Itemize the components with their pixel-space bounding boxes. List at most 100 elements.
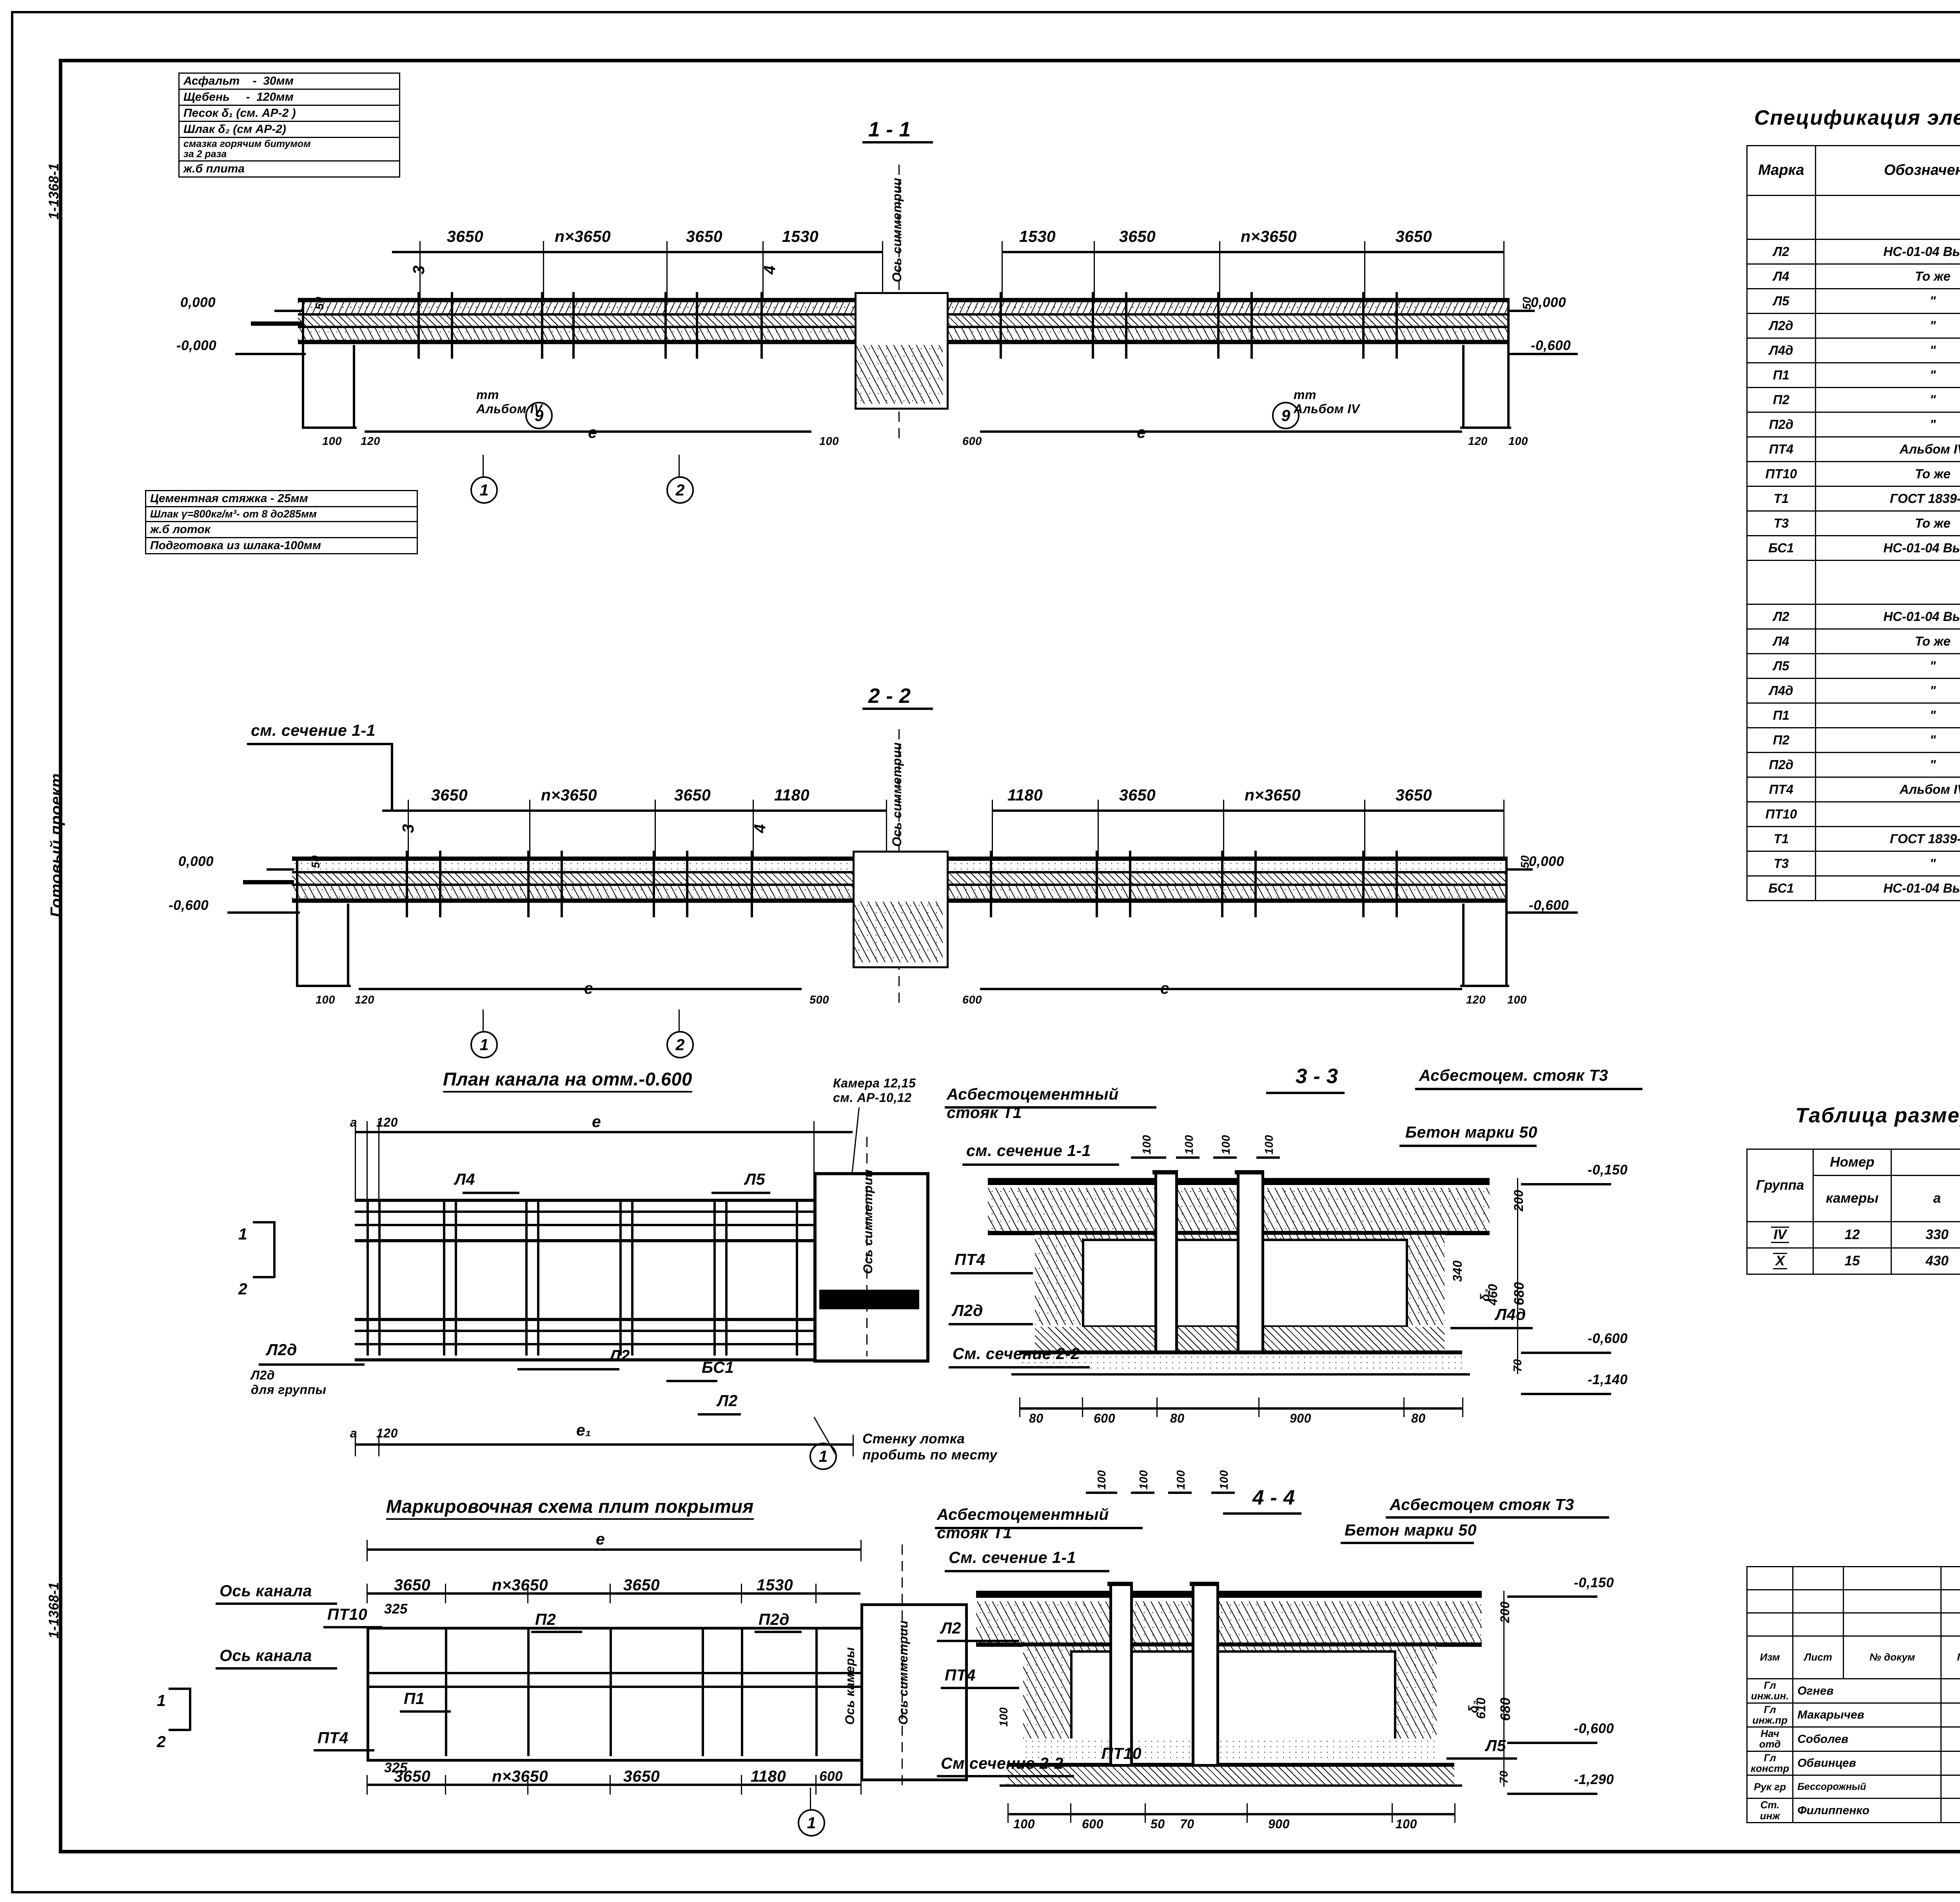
dim-small: 120 xyxy=(376,1426,398,1440)
dim-label: 1530 xyxy=(757,1576,793,1594)
spec-cell-designation: То же xyxy=(1815,628,1960,654)
dim-label: 3650 xyxy=(1396,227,1432,245)
dim-small: 100 xyxy=(1141,1135,1153,1154)
dim-label: 1530 xyxy=(782,227,819,245)
title-role-label: Ст. инж xyxy=(1746,1798,1794,1823)
marking-body xyxy=(367,1627,866,1762)
spec-cell-designation: НС-01-04 Вып.2 xyxy=(1815,239,1960,265)
spec-cell-designation: НС-01-04 Вып.2 xyxy=(1815,604,1960,630)
spec-cell-mark: ПТ4 xyxy=(1746,436,1816,462)
section-3-3-label-left2: см. сечение 1-1 xyxy=(966,1142,1091,1160)
dims-cell-group: IV xyxy=(1746,1221,1814,1249)
marking-mark-pt4: ПТ4 xyxy=(318,1729,348,1747)
marking-mark-p2: П2 xyxy=(535,1610,556,1628)
section-tick-3: 3 xyxy=(410,265,428,274)
spec-cell xyxy=(1815,560,1960,605)
title-rev-header: Лист xyxy=(1792,1635,1844,1679)
spec-cell-mark: Л5 xyxy=(1746,653,1816,679)
bubble-1: 1 xyxy=(470,476,498,504)
plan-section-flag-2: 2 xyxy=(238,1280,248,1298)
plan-mark: БС1 xyxy=(702,1358,734,1376)
title-role-name: Филиппенко xyxy=(1792,1798,1942,1823)
dim-small: 100 xyxy=(1138,1470,1150,1490)
spec-cell-designation: ГОСТ 1839-72 xyxy=(1815,486,1960,512)
span-label: e xyxy=(596,1530,605,1548)
spec-cell-mark: П1 xyxy=(1746,362,1816,388)
title-rev-cell xyxy=(1792,1589,1844,1613)
title-role-row: Гл инж.ин.Огнев~Группы IV, X из 60, 52 а… xyxy=(1746,1678,1960,1704)
title-role-label: Нач отд xyxy=(1746,1726,1794,1752)
spec-row: Л2д"Лоток доборныйЛ2д40,18т xyxy=(1746,313,1960,339)
dim-small: 50 xyxy=(314,296,326,310)
bubble-9-right: 9 xyxy=(1272,402,1299,429)
dim-small: a xyxy=(350,1426,358,1440)
dim-label: 1180 xyxy=(1007,786,1043,804)
dim-label: 3650 xyxy=(674,786,711,804)
spec-cell-designation: " xyxy=(1815,288,1960,314)
section-tick-3: 3 xyxy=(399,824,417,833)
note-row: Шлак δ₂ (см АР-2) xyxy=(180,122,399,138)
dim-small: 325 xyxy=(384,1760,408,1775)
note-row: Подготовка из шлака-100мм xyxy=(150,539,321,552)
dim-small: 70 xyxy=(1512,1359,1524,1372)
dim-label: 3650 xyxy=(1119,786,1156,804)
plan-mark: Л2 xyxy=(717,1392,738,1410)
title-role-name: Бессорожный xyxy=(1792,1775,1942,1799)
spec-cell-designation: " xyxy=(1815,653,1960,679)
spec-cell xyxy=(1746,560,1816,605)
level-mark: -0,600 xyxy=(1531,338,1571,353)
dim-small: 340 xyxy=(1450,1260,1465,1282)
bubble-1: 1 xyxy=(470,1031,498,1058)
spec-cell-designation: То же xyxy=(1815,263,1960,289)
marking-axis-kanala-1: Ось канала xyxy=(220,1582,312,1600)
dim-small: 100 xyxy=(819,435,839,448)
section-tick-4: 4 xyxy=(760,265,779,274)
plan-callout: Стенку лотка пробить по месту xyxy=(862,1431,998,1463)
section-3-3-label-left: Асбестоцементный стояк Т1 xyxy=(947,1085,1119,1122)
dims-row: IV12330180005295052600120,009 xyxy=(1746,1221,1960,1249)
section-2-2-title: 2 - 2 xyxy=(868,684,911,708)
dim-label: 1530 xyxy=(1019,227,1056,245)
dim-label: n×3650 xyxy=(492,1576,548,1594)
dim-small: 325 xyxy=(384,1601,408,1617)
dims-subheader-row: камерыaвee₁nι xyxy=(1747,1175,1960,1222)
section-4-4-slab xyxy=(976,1601,1482,1642)
riser-T3-pipe-44 xyxy=(1192,1582,1219,1764)
spec-cell-designation: " xyxy=(1815,362,1960,388)
spec-cell-designation: " xyxy=(1815,727,1960,753)
dim-label: 3650 xyxy=(447,227,484,245)
spec-cell-mark: Л4д xyxy=(1746,678,1816,704)
spec-cell-designation: " xyxy=(1815,412,1960,437)
section-3-3-mark-l2d: Л2д xyxy=(953,1301,983,1319)
marking-mark-p1: П1 xyxy=(404,1690,425,1708)
left-margin-code-top: 1-1368-1 xyxy=(46,163,62,220)
section-4-4-label-left2: См. сечение 1-1 xyxy=(949,1548,1076,1566)
section-2-2-body-left xyxy=(292,857,888,904)
section-4-4-mark-pt4: ПТ4 xyxy=(945,1666,976,1684)
title-rev-header: № докум xyxy=(1843,1635,1942,1679)
spec-col-designation: Обозначение xyxy=(1815,145,1960,196)
section-4-4-bed xyxy=(1023,1739,1437,1763)
dims-col-sizes: Размеры в мм xyxy=(1891,1149,1960,1176)
level-mark: -0,600 xyxy=(169,898,209,913)
title-rev-cell xyxy=(1940,1612,1960,1637)
title-rev-cell xyxy=(1843,1589,1942,1613)
section-1-1-body-right xyxy=(900,298,1507,345)
spec-row: П1"Плита покрытияП1260,45т xyxy=(1746,702,1960,728)
dim-label: 3650 xyxy=(1119,227,1156,245)
spec-row: ПТ10"ПТ10260,18т xyxy=(1746,801,1960,827)
spec-cell-designation: Альбом IV xyxy=(1815,777,1960,802)
note-row: Щебень - 120мм xyxy=(180,90,399,106)
span-label: e₁ xyxy=(576,1421,592,1439)
dim-label: n×3650 xyxy=(492,1767,548,1785)
level-mark: -1,290 xyxy=(1574,1772,1614,1787)
spec-cell-designation: " xyxy=(1815,702,1960,728)
spec-row: П2д""П2д40,18т xyxy=(1746,752,1960,778)
spec-table: МаркаОбозначениеНаименованиеКол1. элемКа… xyxy=(1746,145,1960,901)
dims-cell-a: 430 xyxy=(1891,1247,1960,1275)
